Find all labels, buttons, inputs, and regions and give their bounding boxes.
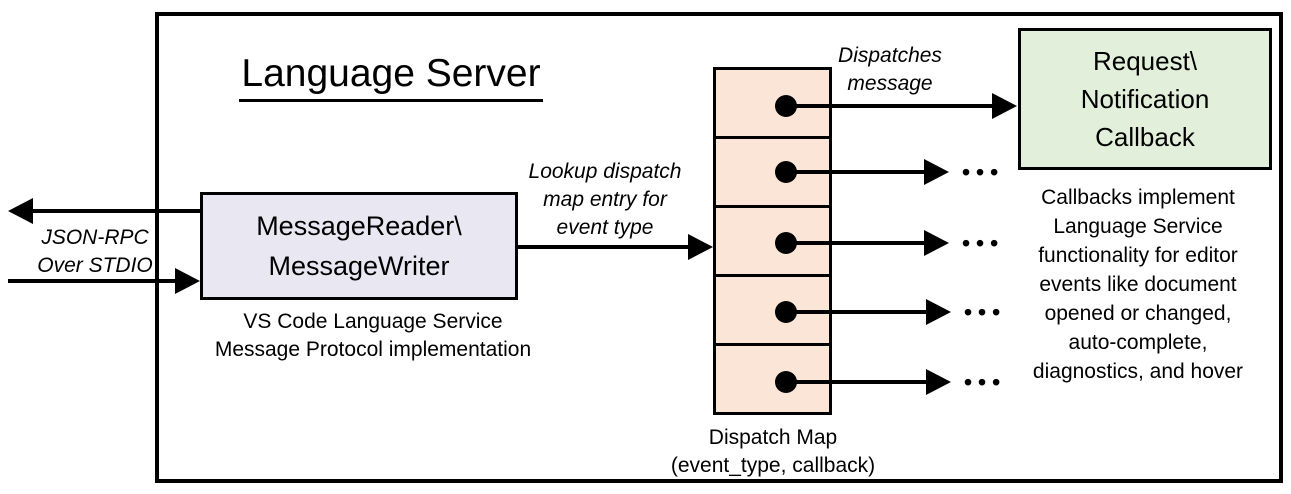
dispatch-map-caption: Dispatch Map (event_type, callback): [640, 424, 906, 480]
more-callbacks-ellipsis: •••: [962, 230, 1005, 256]
json-rpc-stdio-label: JSON-RPC Over STDIO: [18, 224, 172, 280]
message-writer-label: MessageWriter: [268, 251, 450, 281]
dispatches-label-line1: Dispatches: [838, 44, 942, 67]
dispatch-arrow-line: [786, 104, 994, 108]
dispatches-message-label: Dispatches message: [820, 42, 960, 98]
arrowhead-right-icon: [175, 268, 200, 294]
arrowhead-right-icon: [688, 234, 713, 260]
arrowhead-left-icon: [8, 198, 33, 224]
lookup-arrow-line: [518, 245, 690, 249]
request-notification-callback-box: Request\ Notification Callback: [1018, 28, 1272, 170]
lookup-label-line1: Lookup dispatch: [528, 160, 682, 183]
arrowhead-right-icon: [924, 159, 949, 185]
diagram-title-text: Language Server: [239, 52, 543, 102]
dispatch-map-cell: [716, 70, 829, 136]
arrowhead-right-icon: [926, 369, 951, 395]
reader-box-caption: VS Code Language Service Message Protoco…: [183, 308, 563, 364]
callbacks-note-line: auto-complete,: [1068, 331, 1208, 354]
dispatch-arrow-line: [786, 241, 926, 245]
map-entry-dot-icon: [775, 161, 797, 183]
more-callbacks-ellipsis: •••: [962, 159, 1005, 185]
reader-caption-line2: Message Protocol implementation: [214, 338, 532, 361]
callbacks-note-line: opened or changed,: [1044, 302, 1232, 325]
message-reader-writer-box: MessageReader\ MessageWriter: [200, 192, 518, 300]
dispatch-arrow-line: [786, 380, 928, 384]
map-entry-dot-icon: [775, 232, 797, 254]
arrowhead-right-icon: [924, 230, 949, 256]
callbacks-note-line: events like document: [1039, 273, 1237, 296]
dispatch-map-cell: [716, 343, 829, 412]
json-rpc-label-line2: Over STDIO: [37, 254, 153, 277]
dispatches-label-line2: message: [847, 72, 933, 95]
map-entry-dot-icon: [775, 371, 797, 393]
dispatch-map-cell: [716, 136, 829, 205]
language-server-boundary: [155, 12, 1283, 483]
more-callbacks-ellipsis: •••: [964, 299, 1007, 325]
lookup-label-line3: event type: [556, 216, 654, 239]
callbacks-note: Callbacks implement Language Service fun…: [1008, 183, 1268, 386]
callbacks-note-line: diagnostics, and hover: [1032, 360, 1244, 383]
more-callbacks-ellipsis: •••: [964, 369, 1007, 395]
arrowhead-right-icon: [992, 93, 1017, 119]
callbacks-note-line: Callbacks implement: [1041, 186, 1235, 209]
dispatch-map-cell: [716, 205, 829, 274]
reader-caption-line1: VS Code Language Service: [243, 310, 503, 333]
json-rpc-label-line1: JSON-RPC: [41, 226, 149, 249]
stdio-out-arrow-line: [30, 209, 200, 213]
dispatch-map-cell: [716, 274, 829, 343]
diagram-title: Language Server: [215, 52, 567, 102]
stdio-in-arrow-line: [8, 279, 178, 283]
map-caption-line1: Dispatch Map: [708, 426, 838, 449]
map-caption-line2: (event_type, callback): [670, 454, 876, 477]
lookup-label-line2: map entry for: [543, 188, 667, 211]
callbacks-note-line: functionality for editor: [1038, 244, 1238, 267]
callbacks-note-line: Language Service: [1053, 215, 1223, 238]
callback-box-line2: Notification: [1080, 84, 1210, 114]
message-reader-label: MessageReader\: [256, 211, 462, 241]
arrowhead-right-icon: [926, 299, 951, 325]
dispatch-arrow-line: [786, 170, 926, 174]
callback-box-line3: Callback: [1095, 122, 1195, 152]
lookup-dispatch-label: Lookup dispatch map entry for event type: [505, 158, 705, 242]
map-entry-dot-icon: [775, 301, 797, 323]
callback-box-line1: Request\: [1092, 46, 1198, 76]
map-entry-dot-icon: [775, 95, 797, 117]
dispatch-arrow-line: [786, 310, 928, 314]
